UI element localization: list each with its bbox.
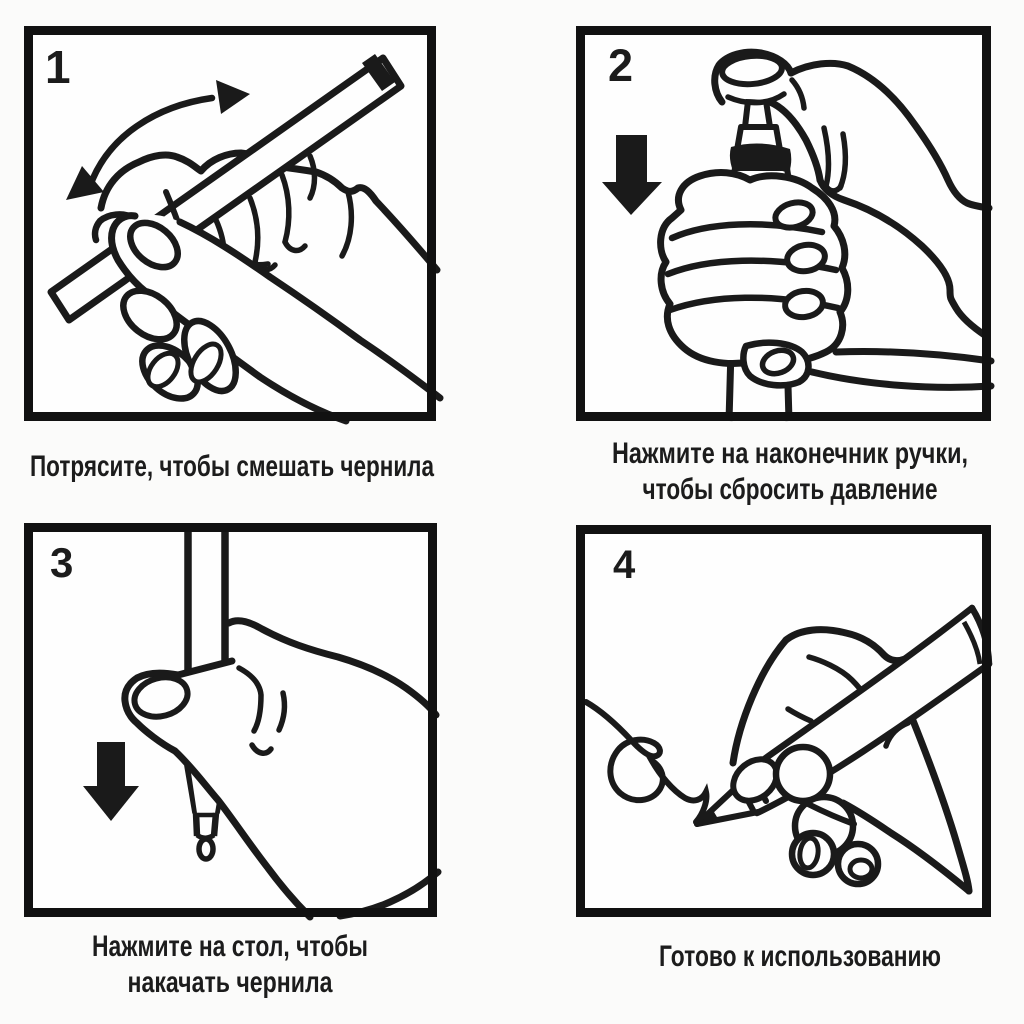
svg-text:3: 3 [50,539,73,586]
svg-text:Готово к использованию: Готово к использованию [659,940,941,973]
svg-text:Потрясите, чтобы смешать черни: Потрясите, чтобы смешать чернила [30,450,434,483]
svg-text:Нажмите на наконечник ручки,: Нажмите на наконечник ручки, [612,437,968,470]
svg-text:2: 2 [608,40,633,91]
svg-text:1: 1 [45,41,71,93]
svg-text:чтобы сбросить давление: чтобы сбросить давление [643,473,938,506]
svg-text:4: 4 [613,543,636,587]
svg-text:Нажмите на стол, чтобы: Нажмите на стол, чтобы [92,930,368,963]
svg-text:накачать чернила: накачать чернила [128,966,333,999]
